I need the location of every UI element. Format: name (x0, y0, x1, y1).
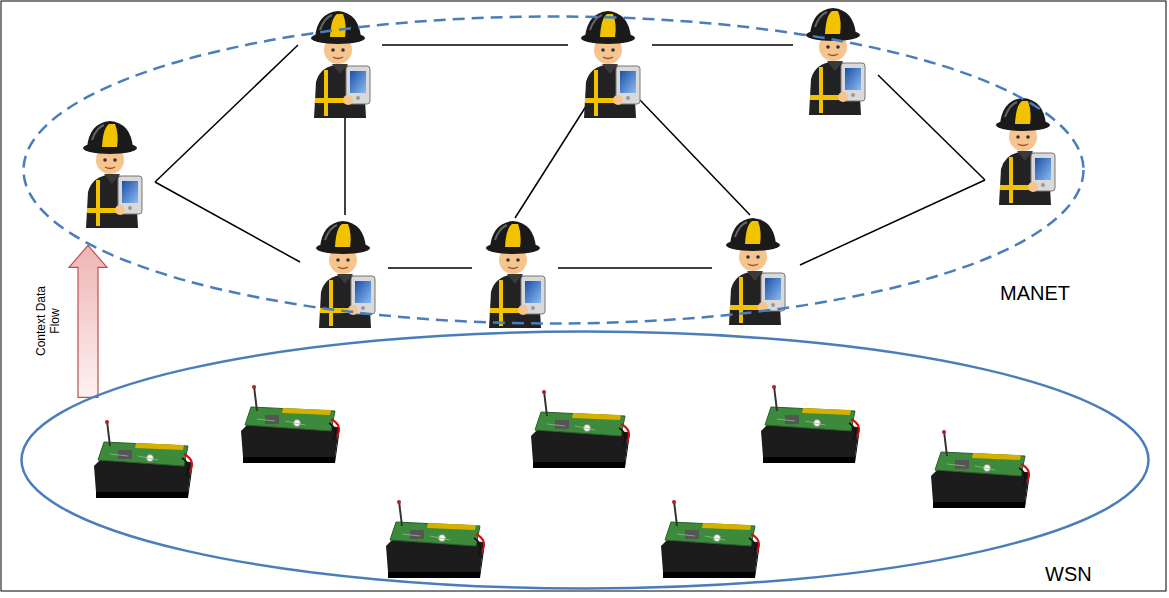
manet-link (800, 180, 985, 265)
network-label: MANET (1000, 281, 1070, 305)
flow-arrow (69, 245, 107, 397)
firefighter-icon (581, 11, 640, 118)
firefighter-icon (806, 8, 865, 115)
network-label: WSN (1045, 562, 1092, 586)
sensor-mote (94, 420, 192, 498)
sensor-motes (94, 385, 1029, 578)
manet-link (652, 44, 793, 46)
sensor-mote (761, 385, 859, 463)
manet-link (155, 45, 298, 182)
sensor-mote (931, 430, 1029, 508)
sensor-mote (661, 500, 759, 578)
manet-link (878, 75, 985, 180)
manet-link (382, 44, 568, 46)
region-outline (22, 15, 1085, 325)
label-slot: WSN (1045, 562, 1092, 586)
manet-link (515, 100, 590, 218)
region-outline (20, 330, 1150, 590)
sensor-mote (386, 500, 484, 578)
edge-label-slot: Context Data Flow (34, 276, 62, 366)
firefighter-icon (726, 218, 785, 325)
solid-ellipse (22, 332, 1149, 589)
manet-link (558, 267, 712, 269)
firefighter-icon (83, 121, 142, 228)
manet-link (640, 100, 750, 215)
manet-link (344, 118, 346, 215)
flow-label: Context Data Flow (34, 276, 62, 366)
sensor-mote (531, 390, 629, 468)
sensor-mote (241, 385, 339, 463)
manet-link (388, 267, 472, 269)
network-region: WSN (20, 330, 1150, 590)
manet-link (155, 182, 300, 262)
label-slot: MANET (1000, 281, 1070, 305)
network-region: MANET (22, 15, 1085, 325)
firefighter-icon (486, 221, 545, 328)
dashed-ellipse (24, 17, 1084, 324)
